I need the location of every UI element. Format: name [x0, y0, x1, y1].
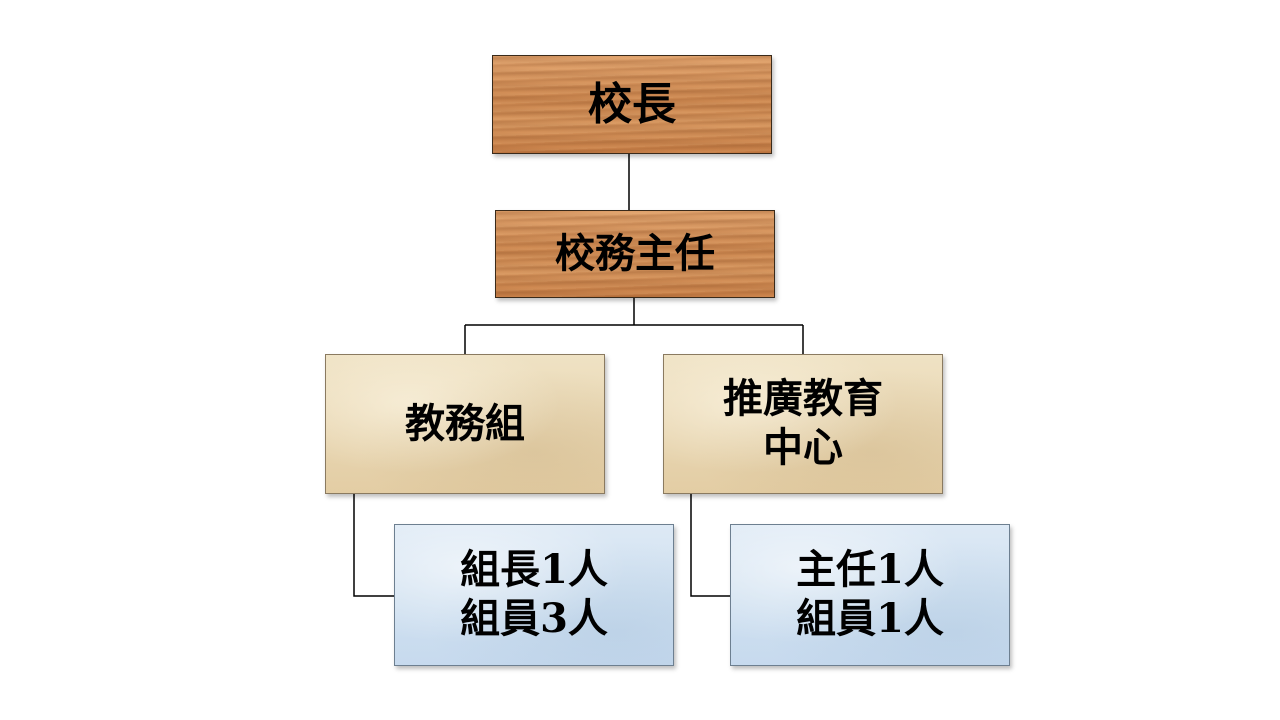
- connector-extension-staff: [690, 494, 730, 597]
- principal-label: 校長: [588, 78, 676, 130]
- academic-staff-line-2: 組員3人: [460, 595, 608, 642]
- director-box: 校務主任: [495, 210, 775, 298]
- academic-affairs-staff-box: 組長1人 組員3人: [394, 524, 674, 666]
- academic-affairs-box: 教務組: [325, 354, 605, 494]
- extension-education-staff-box: 主任1人 組員1人: [730, 524, 1010, 666]
- academic-affairs-label: 教務組: [405, 399, 525, 447]
- extension-staff-line-2: 組員1人: [796, 595, 944, 642]
- connector-academic-staff: [353, 494, 394, 597]
- extension-education-box: 推廣教育 中心: [663, 354, 943, 494]
- extension-staff-line-1: 主任1人: [796, 546, 944, 594]
- extension-education-label-line-2: 中心: [763, 424, 843, 471]
- academic-staff-line-1: 組長1人: [460, 546, 608, 594]
- director-label: 校務主任: [555, 229, 715, 277]
- principal-box: 校長: [492, 55, 772, 154]
- extension-education-label-line-1: 推廣教育: [723, 375, 883, 423]
